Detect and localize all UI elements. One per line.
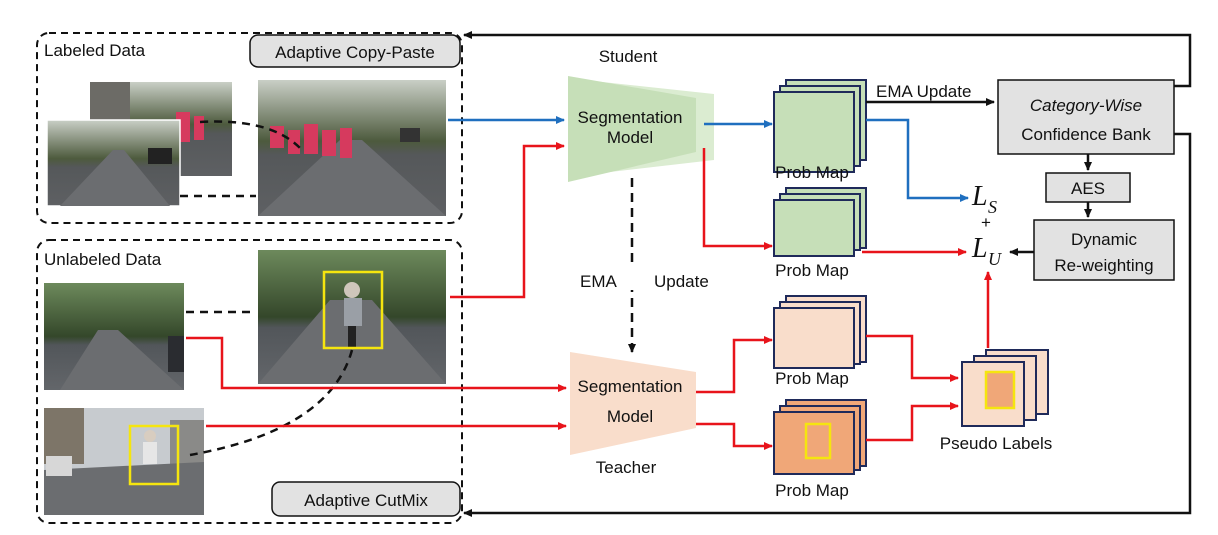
teacher-model: Segmentation Model Teacher — [570, 352, 696, 477]
student-prob-map-top: Prob Map — [773, 79, 867, 182]
labeled-data-title: Labeled Data — [44, 41, 146, 60]
student-caption: Student — [599, 47, 658, 66]
teacher-prob-map-bottom: Prob Map — [773, 399, 867, 500]
teacher-prob-map-top: Prob Map — [773, 295, 867, 388]
arrows — [186, 31, 1192, 517]
prob-map-label-2: Prob Map — [775, 261, 849, 280]
teacher-caption: Teacher — [596, 458, 657, 477]
student-model-line1: Segmentation — [578, 108, 683, 127]
loss-plus: + — [981, 213, 991, 232]
reweighting-line1: Dynamic — [1071, 230, 1138, 249]
loss-ls-subscript: S — [988, 197, 997, 217]
ema-vertical-part2: Update — [654, 272, 709, 291]
unlabeled-data-panel: Unlabeled Data Adaptive CutMix — [36, 239, 463, 524]
loss-lu-letter: L — [971, 233, 988, 264]
confidence-bank-box: Category-Wise Confidence Bank — [997, 79, 1175, 155]
pseudo-labels-label: Pseudo Labels — [940, 434, 1052, 453]
labeled-image-front — [46, 119, 181, 207]
aes-label: AES — [1071, 179, 1105, 198]
confidence-bank-line2: Confidence Bank — [1021, 125, 1151, 144]
reweighting-line2: Re-weighting — [1054, 256, 1153, 275]
unlabeled-image-1 — [44, 283, 184, 390]
adaptive-copy-paste-badge: Adaptive Copy-Paste — [249, 34, 461, 68]
student-model-line2: Model — [607, 128, 653, 147]
student-prob-map-bottom: Prob Map — [773, 187, 867, 280]
unlabeled-data-title: Unlabeled Data — [44, 250, 162, 269]
student-model: Student Segmentation Model — [568, 47, 714, 182]
prob-map-label-3: Prob Map — [775, 369, 849, 388]
labeled-mixed-image — [258, 80, 446, 216]
adaptive-cutmix-badge: Adaptive CutMix — [271, 481, 461, 517]
loss-lu-subscript: U — [988, 249, 1002, 269]
pseudo-labels: Pseudo Labels — [940, 349, 1052, 453]
ema-update-vertical: EMA Update — [580, 178, 709, 353]
unlabeled-mixed-image — [258, 250, 446, 384]
prob-map-label-4: Prob Map — [775, 481, 849, 500]
reweighting-box: Dynamic Re-weighting — [1033, 219, 1175, 281]
teacher-model-line2: Model — [607, 407, 653, 426]
loss-terms: L S + L U — [971, 181, 1002, 269]
prob-map-label-1: Prob Map — [775, 163, 849, 182]
teacher-model-line1: Segmentation — [578, 377, 683, 396]
labeled-data-panel: Labeled Data Adaptive Copy-Paste — [36, 32, 463, 224]
adaptive-copy-paste-label: Adaptive Copy-Paste — [275, 43, 435, 62]
confidence-bank-line1: Category-Wise — [1030, 96, 1142, 115]
unlabeled-image-2 — [44, 408, 204, 515]
ema-update-top-label: EMA Update — [876, 82, 971, 101]
loss-ls-letter: L — [971, 181, 988, 212]
ema-vertical-part1: EMA — [580, 272, 618, 291]
adaptive-cutmix-label: Adaptive CutMix — [304, 491, 428, 510]
aes-box: AES — [1045, 172, 1131, 203]
